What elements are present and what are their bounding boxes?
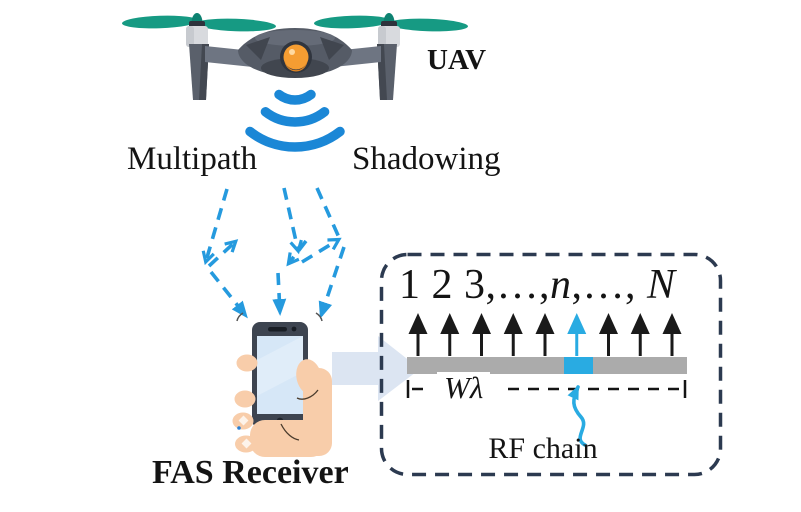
antenna-array bbox=[407, 313, 687, 374]
ray-center-arrival bbox=[272, 272, 287, 316]
rf-chain-label: RF chain bbox=[488, 432, 598, 465]
aperture-dimension-line bbox=[406, 380, 687, 398]
port-arrow-head bbox=[599, 313, 618, 334]
port-arrow-head bbox=[662, 313, 682, 334]
ray-left-incident bbox=[201, 188, 229, 266]
port-label-n: n bbox=[550, 262, 572, 308]
aperture-width-label: Wλ bbox=[437, 372, 491, 403]
port-labels-prefix: 1 2 3,…, bbox=[399, 262, 550, 308]
port-labels-mid: ,…, bbox=[571, 262, 647, 308]
fas-receiver-label: FAS Receiver bbox=[152, 454, 349, 491]
ray-right-arrival bbox=[318, 246, 346, 319]
antenna-bar bbox=[407, 357, 687, 374]
camera-lens bbox=[280, 41, 312, 73]
port-arrow-head bbox=[567, 313, 587, 334]
phone-speaker bbox=[268, 327, 287, 332]
port-arrow-head bbox=[472, 313, 491, 334]
uav-label: UAV bbox=[427, 44, 487, 76]
port-arrow-head bbox=[440, 313, 460, 334]
port-arrow-head bbox=[408, 313, 428, 334]
zoom-block-arrow bbox=[332, 336, 420, 401]
ray-right-bounce bbox=[301, 237, 342, 264]
rf-chain-squiggle-arrow bbox=[567, 385, 587, 447]
shadowing-label: Shadowing bbox=[352, 141, 501, 177]
phone-camera-dot bbox=[291, 326, 297, 332]
inset-box-border bbox=[379, 252, 723, 477]
holding-hand bbox=[232, 354, 332, 457]
ray-center-bounce bbox=[286, 239, 308, 267]
wifi-signal-icon bbox=[245, 89, 345, 152]
port-arrow-head bbox=[630, 313, 650, 334]
ray-left-bounce bbox=[207, 239, 239, 268]
port-index-labels: 1 2 3,…,n,…, N bbox=[399, 264, 711, 306]
port-label-N: N bbox=[647, 262, 676, 308]
multipath-rays bbox=[201, 187, 346, 319]
uav-drone bbox=[122, 13, 468, 100]
port-arrows bbox=[408, 313, 682, 356]
ray-left-arrival bbox=[209, 270, 248, 319]
port-arrow-head bbox=[535, 313, 555, 334]
active-port-segment bbox=[564, 357, 593, 374]
phone-screen bbox=[257, 336, 303, 414]
fas-receiver-phone bbox=[236, 312, 323, 428]
multipath-label: Multipath bbox=[127, 141, 258, 177]
port-arrow-head bbox=[503, 313, 523, 334]
ray-right-incident bbox=[315, 187, 343, 243]
ray-center-incident bbox=[282, 187, 303, 255]
